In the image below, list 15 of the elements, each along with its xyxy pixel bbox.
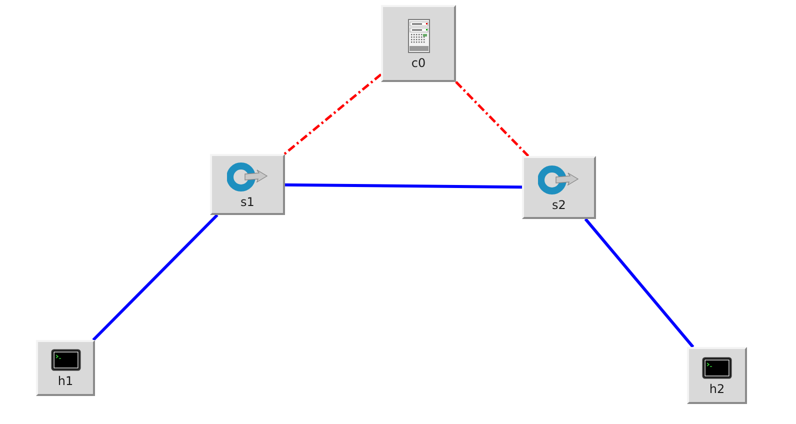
node-label: c0 [411, 56, 426, 68]
link-line [92, 214, 218, 342]
host-node [36, 340, 95, 396]
link-line [284, 183, 522, 189]
dashed-link [455, 81, 530, 157]
host-node [687, 347, 747, 404]
controller-node [381, 5, 456, 82]
node-label: s2 [552, 198, 566, 210]
dashed-link [284, 73, 382, 155]
node-label: s1 [240, 196, 254, 208]
node-label: h2 [709, 382, 725, 394]
switch-node [522, 156, 596, 219]
link-line [584, 218, 694, 348]
switch-node [210, 154, 285, 215]
node-label: h1 [58, 375, 74, 387]
